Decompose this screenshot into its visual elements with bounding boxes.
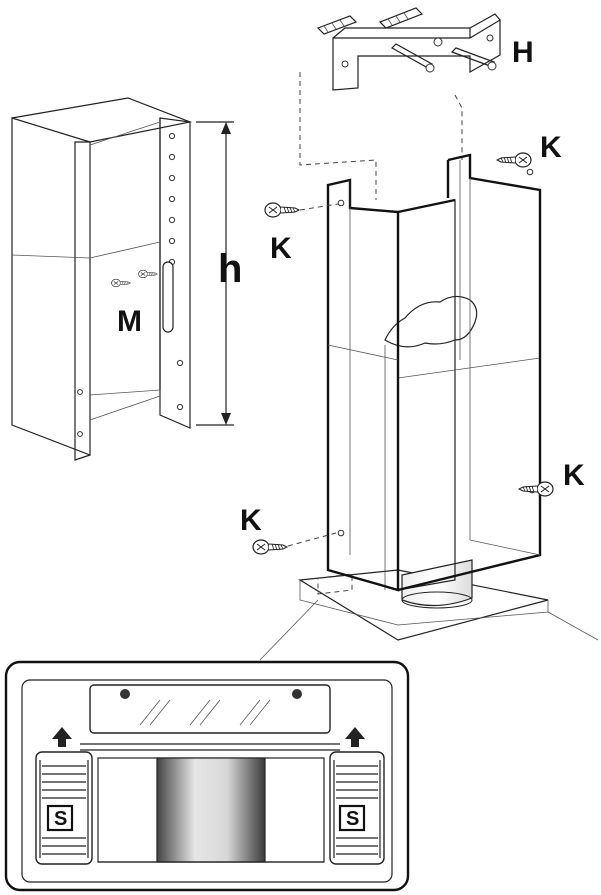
arrow-up-icon bbox=[52, 727, 72, 747]
screw-icon bbox=[252, 539, 288, 555]
height-dimension bbox=[196, 121, 234, 426]
screw-label-upper-left: K bbox=[270, 232, 292, 265]
inner-chimney-section bbox=[11, 97, 193, 461]
height-label: h bbox=[218, 247, 242, 291]
alignment-guide bbox=[299, 203, 339, 211]
slider-right-label: S bbox=[346, 808, 359, 830]
wall-bracket-icon bbox=[316, 7, 501, 91]
screw-icon bbox=[496, 152, 532, 168]
wall-plug-icon bbox=[378, 7, 424, 29]
inner-screws-label: M bbox=[117, 305, 142, 338]
screw-label-lower-left: K bbox=[240, 504, 262, 537]
arrow-up-icon bbox=[345, 727, 365, 747]
bracket-label: H bbox=[512, 36, 534, 69]
alignment-guide bbox=[299, 72, 377, 200]
screw-label-lower-right: K bbox=[563, 459, 585, 492]
screw-icon bbox=[138, 269, 158, 279]
outer-chimney-section bbox=[298, 153, 549, 641]
screw-label-upper-right: K bbox=[540, 131, 562, 164]
screw-icon bbox=[111, 278, 131, 288]
motor-cylinder bbox=[156, 757, 266, 863]
wall-plug-icon bbox=[316, 15, 358, 35]
screw-icon bbox=[264, 202, 300, 218]
screw-icon bbox=[518, 481, 554, 497]
callout-line bbox=[547, 611, 599, 641]
detail-panel: S S bbox=[4, 660, 410, 892]
alignment-guide bbox=[454, 94, 463, 160]
glass-panel bbox=[89, 684, 331, 734]
slider-left-label: S bbox=[54, 808, 67, 830]
callout-line bbox=[259, 599, 319, 661]
